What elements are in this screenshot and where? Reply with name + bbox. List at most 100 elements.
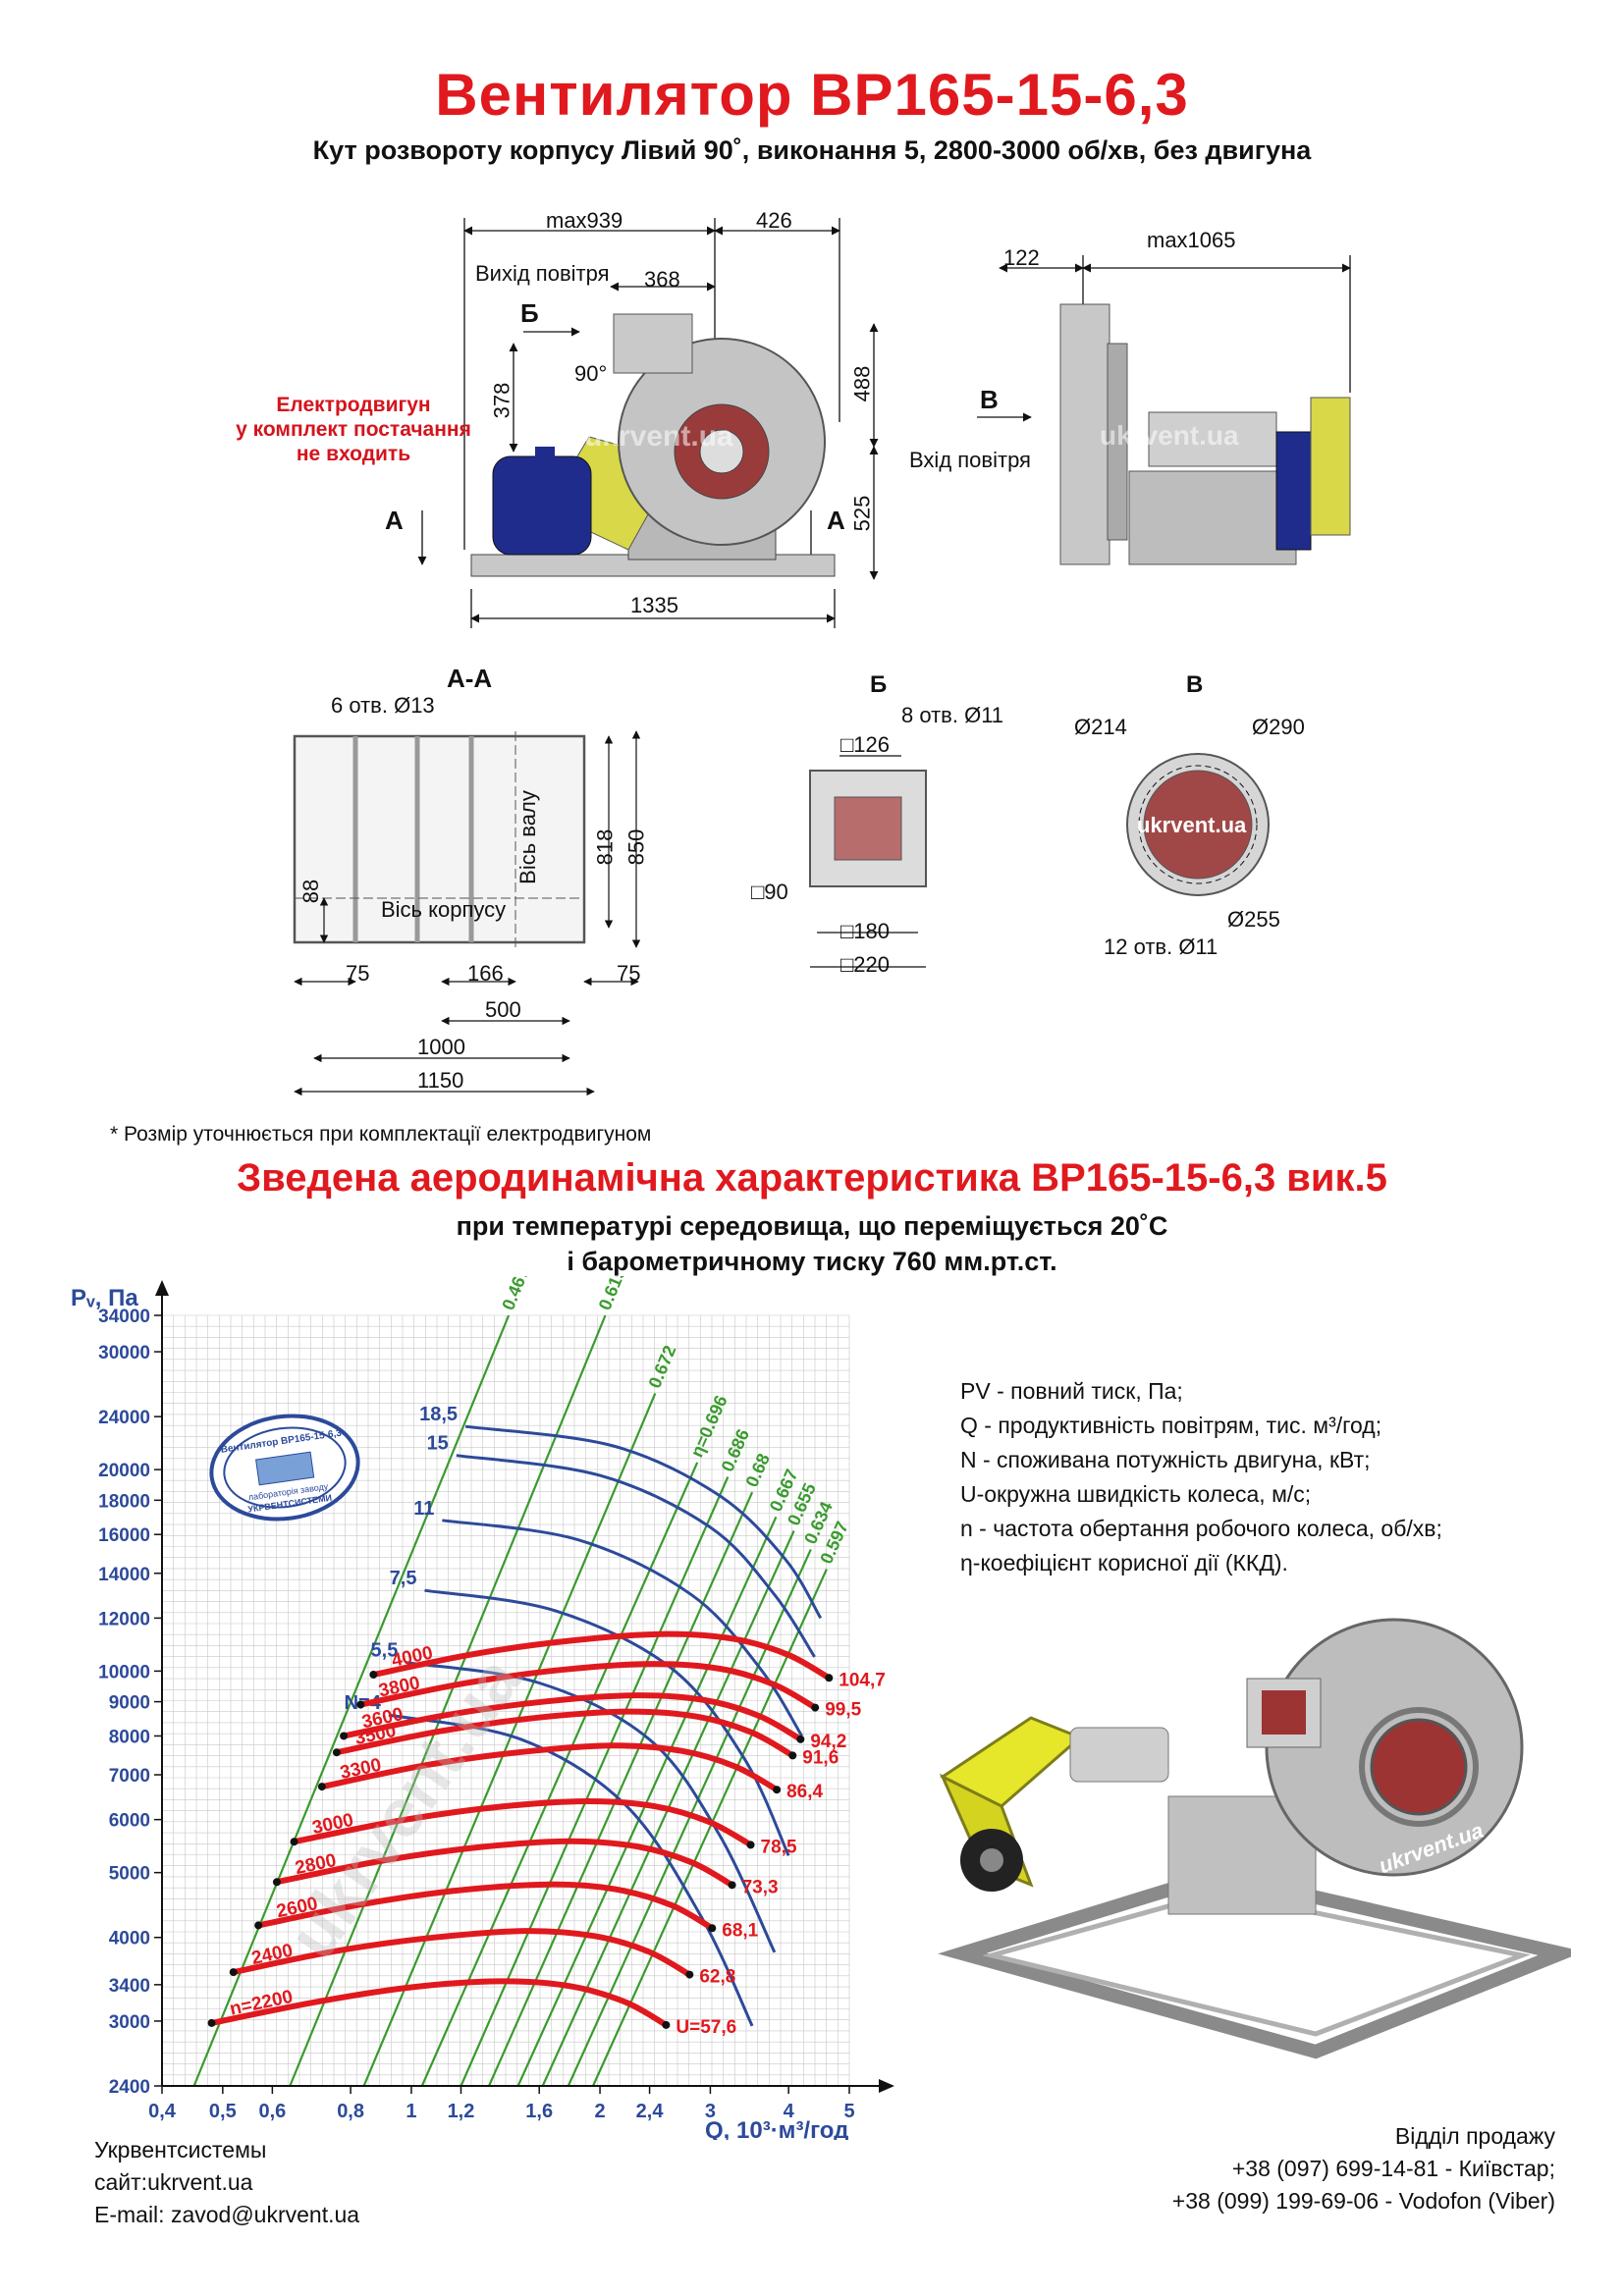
dim-1000: 1000 (417, 1035, 465, 1059)
casing-axis-label: Вісь корпусу (381, 897, 507, 922)
speed-label: 91,6 (802, 1747, 839, 1768)
pressure-curve-end (788, 1751, 797, 1760)
angle-90: 90° (574, 361, 608, 386)
section-aa-label: А-А (447, 664, 493, 693)
dim-b220: □220 (840, 952, 890, 977)
shaft-axis-label: Вісь валу (514, 790, 540, 884)
section-b-flange (809, 755, 927, 968)
x-tick-label: 0,4 (148, 2101, 177, 2122)
dim-368: 368 (644, 267, 680, 292)
y-tick-label: 30000 (98, 1343, 150, 1363)
y-tick-label: 4000 (109, 1929, 150, 1949)
y-tick-label: 18000 (98, 1491, 150, 1512)
efficiency-line (460, 1476, 730, 2087)
motor-note-line-1: Електродвигун (276, 394, 431, 416)
power-curve (406, 1661, 777, 1953)
section-b-marker: Б (520, 298, 539, 328)
power-label: 18,5 (419, 1404, 458, 1425)
footer-company: Укрвентсистемы сайт:ukrvent.ua E-mail: z… (94, 2134, 359, 2231)
y-tick-label: 14000 (98, 1565, 150, 1585)
dim-818: 818 (592, 828, 618, 866)
pressure-curve-start (317, 1783, 326, 1791)
sales-heading: Відділ продажу (1394, 2123, 1555, 2149)
y-tick-label: 10000 (98, 1662, 150, 1682)
speed-label: 94,2 (810, 1732, 846, 1752)
efficiency-label: 0.672 (645, 1343, 680, 1391)
power-curve (424, 1588, 790, 1857)
y-tick-label: 16000 (98, 1525, 150, 1546)
x-axis-arrow (879, 2079, 894, 2093)
legend: PV - повний тиск, Па; Q - продуктивність… (960, 1374, 1442, 1580)
y-axis-arrow (155, 1280, 169, 1296)
company-site[interactable]: сайт:ukrvent.ua (94, 2169, 253, 2195)
legend-q: Q - продуктивність повітрям, тис. м³/год… (960, 1413, 1382, 1438)
pressure-curve (333, 1708, 796, 1759)
pressure-curve-end (796, 1735, 805, 1743)
pressure-curve (341, 1692, 804, 1742)
pressure-curve-end (825, 1674, 834, 1682)
pressure-curve (357, 1661, 819, 1711)
y-tick-label: 5000 (109, 1864, 150, 1885)
pressure-curve (291, 1797, 754, 1848)
x-tick-label: 2,4 (636, 2101, 665, 2122)
company-email[interactable]: E-mail: zavod@ukrvent.ua (94, 2202, 360, 2227)
legend-eta: η-коефіцієнт корисної дії (ККД). (960, 1550, 1288, 1575)
x-tick-label: 0,5 (209, 2101, 237, 2122)
y-tick-label: 3000 (109, 2012, 150, 2033)
pressure-curve-start (340, 1732, 349, 1740)
power-curve (464, 1424, 823, 1620)
pressure-curve-end (708, 1924, 717, 1933)
v-holes: 12 отв. Ø11 (1104, 934, 1218, 959)
dim-488: 488 (849, 365, 875, 402)
sales-phone-kyivstar[interactable]: +38 (097) 699-14-81 - Київстар; (1231, 2156, 1555, 2181)
y-tick-label: 6000 (109, 1811, 150, 1832)
footer-sales: Відділ продажу +38 (097) 699-14-81 - Киї… (1172, 2120, 1555, 2217)
pressure-curves: n=2200U=57,6240062,8260068,1280073,33000… (207, 1630, 886, 2038)
efficiency-line (487, 1491, 754, 2087)
y-tick-label: 3400 (109, 1976, 150, 1997)
efficiency-line (192, 1314, 511, 2087)
y-tick-label: 2400 (109, 2077, 150, 2098)
x-tick-label: 0,6 (258, 2101, 286, 2122)
b-holes: 8 отв. Ø11 (901, 703, 1004, 727)
pressure-curve-start (356, 1700, 365, 1709)
speed-label: 104,7 (839, 1670, 886, 1690)
pressure-curve-start (207, 2018, 216, 2027)
chart-subtitle-2: і барометричному тиску 760 мм.рт.ст. (567, 1247, 1057, 1276)
motor-note: Електродвигун у комплект постачання не в… (216, 393, 491, 466)
aa-holes: 6 отв. Ø13 (331, 693, 435, 718)
dim-1150: 1150 (417, 1068, 464, 1093)
dim-122: 122 (1003, 245, 1040, 270)
speed-label: 86,4 (786, 1782, 823, 1802)
watermark-front: ukrvent.ua (584, 420, 733, 453)
fan-side-view (977, 255, 1351, 565)
legend-rpm: n - частота обертання робочого колеса, о… (960, 1516, 1442, 1541)
legend-u: U-окружна швидкість колеса, м/с; (960, 1481, 1312, 1507)
pressure-curve-end (662, 2020, 671, 2029)
legend-n: N - споживана потужність двигуна, кВт; (960, 1447, 1371, 1472)
pressure-curve (208, 1978, 670, 2028)
pressure-curve-end (746, 1841, 755, 1849)
y-tick-label: 9000 (109, 1693, 150, 1714)
power-curve (456, 1454, 816, 1658)
dim-b126: □126 (840, 732, 890, 757)
chart-title: Зведена аеродинамічна характеристика ВР1… (237, 1156, 1387, 1200)
efficiency-line (516, 1516, 778, 2087)
dim-v255: Ø255 (1227, 907, 1280, 932)
x-tick-label: 2 (594, 2101, 605, 2122)
pressure-curve (255, 1881, 716, 1932)
section-v-flange (1126, 753, 1270, 896)
x-tick-label: 0,8 (337, 2101, 364, 2122)
pressure-curve (318, 1742, 781, 1793)
efficiency-line (591, 1569, 828, 2087)
pressure-curve (230, 1928, 693, 1978)
dim-1335: 1335 (630, 593, 678, 617)
pressure-curve (274, 1838, 735, 1889)
sales-phone-vodafone[interactable]: +38 (099) 199-69-06 - Vodofon (Viber) (1171, 2188, 1555, 2214)
dim-166: 166 (467, 961, 504, 986)
power-label: 15 (427, 1433, 449, 1455)
x-tick-label: 3 (705, 2101, 716, 2122)
speed-label: U=57,6 (676, 2017, 736, 2038)
